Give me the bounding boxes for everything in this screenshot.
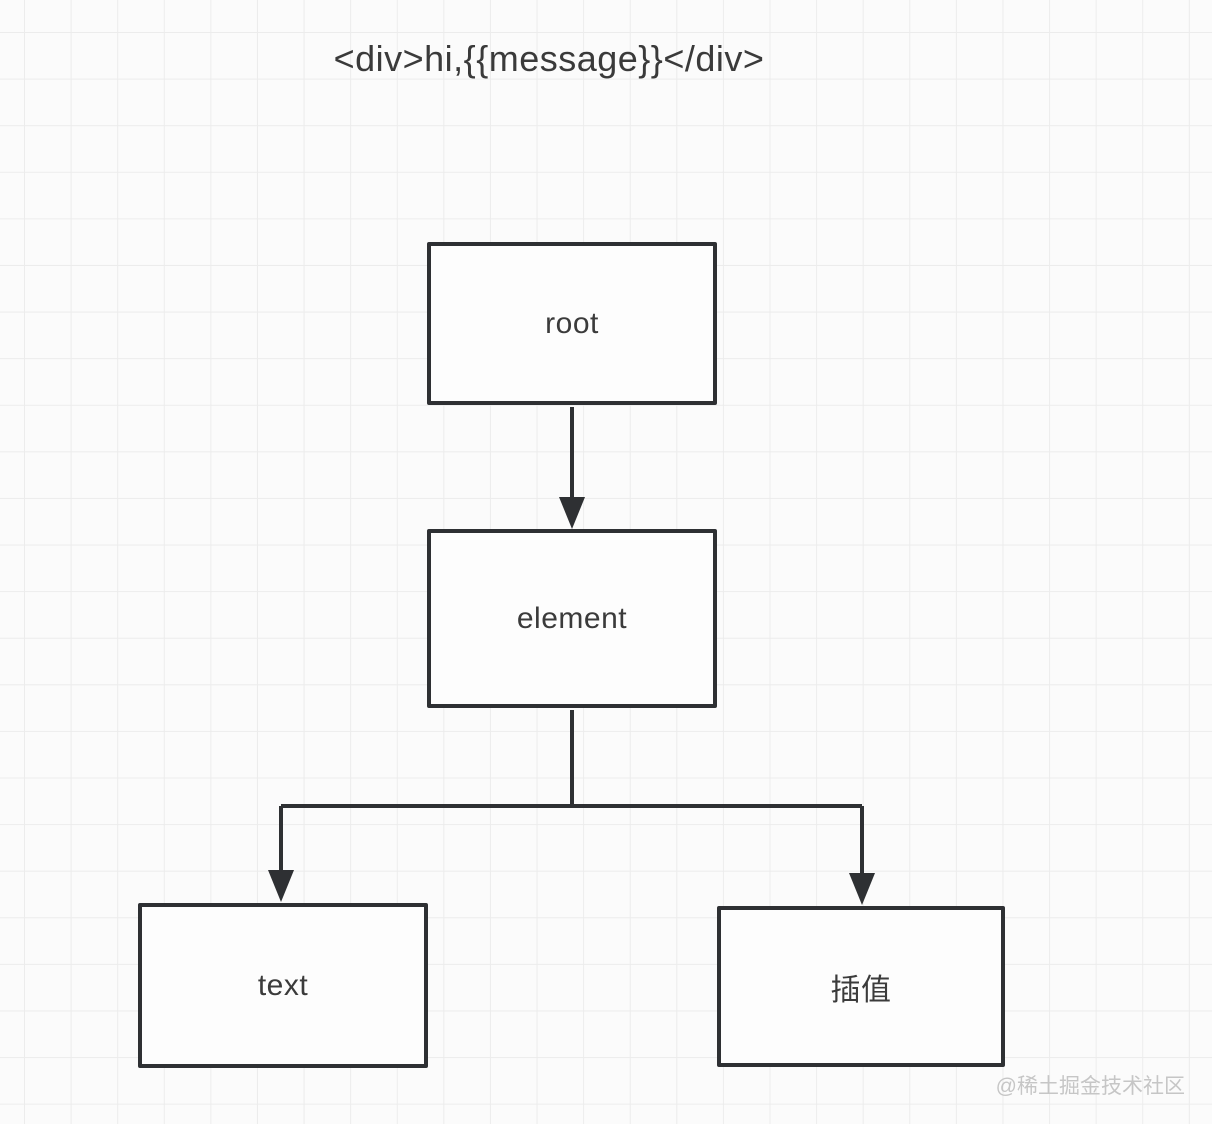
edge-root-element — [559, 407, 585, 529]
node-root: root — [427, 242, 717, 405]
node-element-label: element — [516, 601, 628, 635]
edge-element-branches — [281, 710, 862, 808]
node-interpolation: 插值 — [717, 906, 1005, 1067]
node-text: text — [138, 903, 428, 1068]
node-interpolation-label: 插值 — [830, 973, 892, 1007]
node-element: element — [427, 529, 717, 708]
node-root-label: root — [545, 306, 599, 340]
node-text-label: text — [257, 968, 309, 1002]
edge-element-interpolation — [849, 806, 875, 905]
diagram-title: <div>hi,{{message}}</div> — [333, 38, 765, 79]
watermark: @稀土掘金技术社区 — [995, 1075, 1185, 1098]
edge-element-text — [268, 806, 294, 902]
